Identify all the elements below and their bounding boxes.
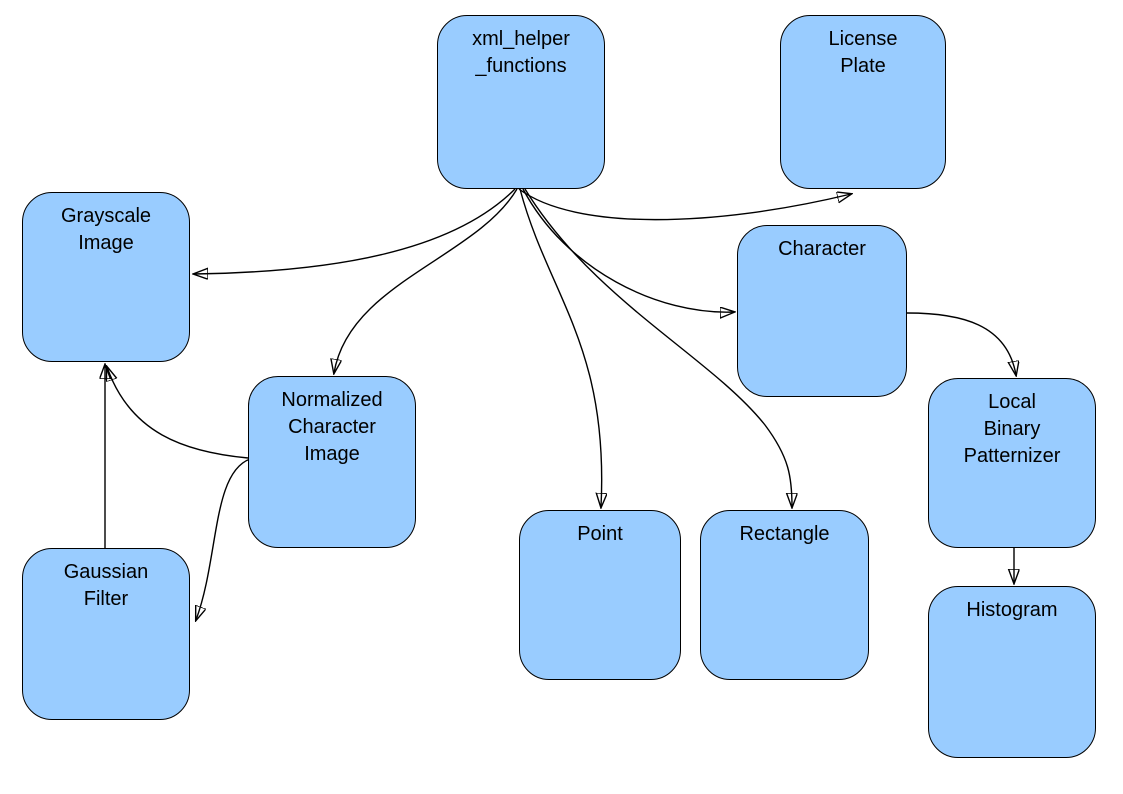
edge-xml_helper_functions-to-normalized_character_image: [334, 188, 518, 373]
node-xml-helper-functions: xml_helper _functions: [437, 15, 605, 189]
node-license-plate-label: License Plate: [828, 28, 898, 77]
edge-xml_helper_functions-to-license_plate: [518, 188, 851, 221]
node-license-plate: License Plate: [780, 15, 946, 189]
node-histogram: Histogram: [928, 586, 1096, 758]
edge-xml_helper_functions-to-character: [522, 188, 734, 312]
edge-xml_helper_functions-to-grayscale_image: [194, 188, 516, 274]
node-local-binary-patternizer: Local Binary Patternizer: [928, 378, 1096, 548]
node-local-binary-patternizer-label: Local Binary Patternizer: [963, 391, 1061, 467]
node-grayscale-image: Grayscale Image: [22, 192, 190, 362]
node-histogram-label: Histogram: [966, 599, 1058, 621]
node-point-label: Point: [577, 523, 623, 545]
edge-xml_helper_functions-to-rectangle: [524, 188, 792, 507]
node-gaussian-filter: Gaussian Filter: [22, 548, 190, 720]
node-normalized-character-image-label: Normalized Character Image: [281, 389, 383, 465]
edge-xml_helper_functions-to-point: [519, 188, 602, 507]
node-character: Character: [737, 225, 907, 397]
edge-normalized_character_image-to-gaussian_filter: [196, 458, 251, 620]
node-grayscale-image-label: Grayscale Image: [60, 205, 152, 254]
node-rectangle-label: Rectangle: [739, 523, 830, 545]
node-gaussian-filter-label: Gaussian Filter: [63, 561, 149, 610]
node-character-label: Character: [778, 238, 866, 260]
node-normalized-character-image: Normalized Character Image: [248, 376, 416, 548]
node-xml-helper-functions-label: xml_helper _functions: [472, 28, 570, 77]
node-point: Point: [519, 510, 681, 680]
edge-character-to-local_binary_patternizer: [906, 312, 1016, 375]
node-rectangle: Rectangle: [700, 510, 869, 680]
edge-normalized_character_image-to-grayscale_image: [107, 367, 249, 459]
